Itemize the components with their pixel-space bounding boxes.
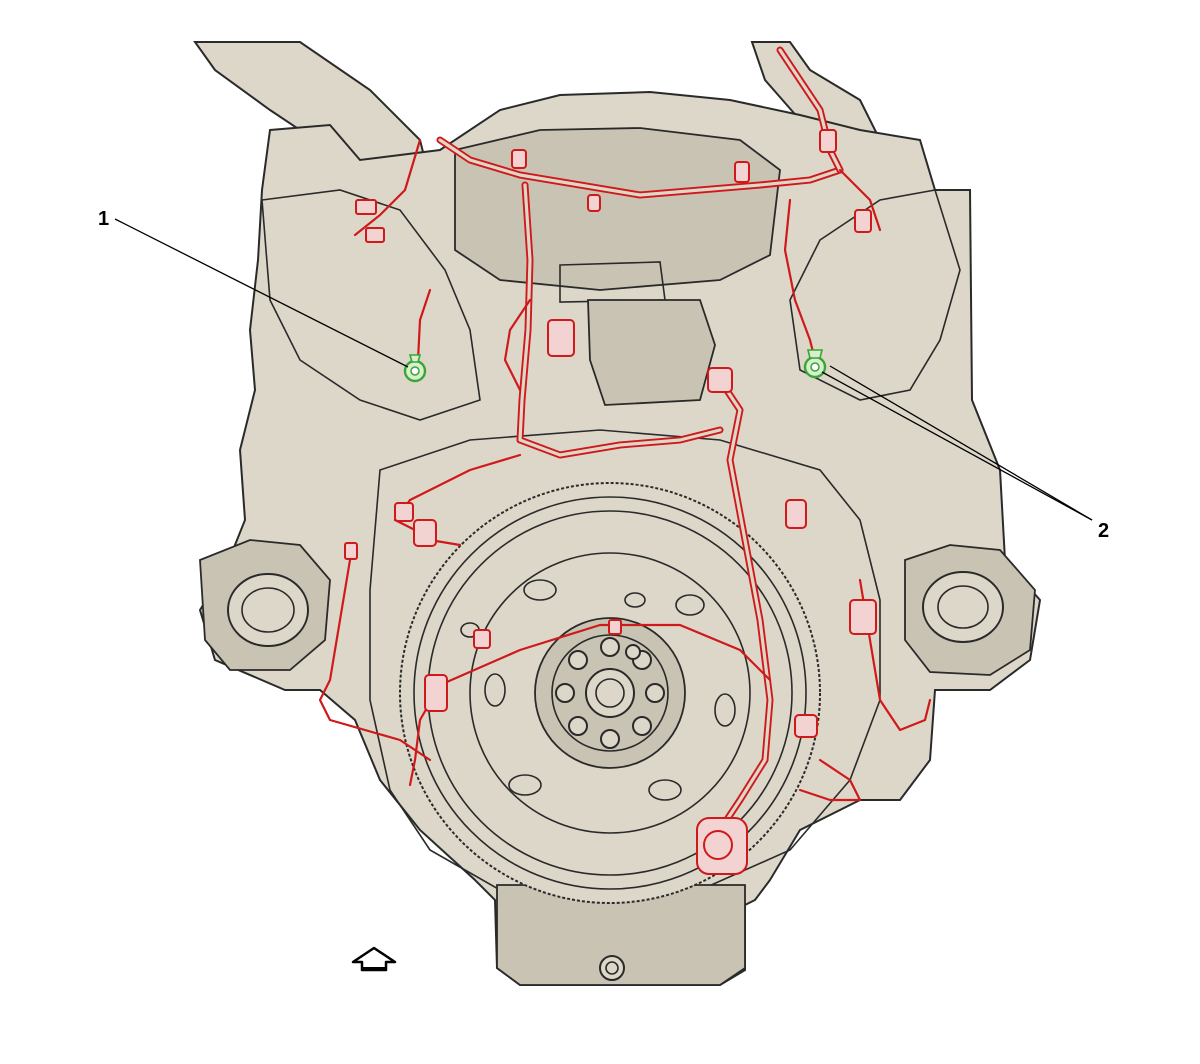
callout-2-label: 2 (1098, 520, 1109, 542)
callout-1-label: 1 (98, 208, 109, 230)
engine-wiring-harness (318, 46, 932, 867)
front-arrow-icon (351, 946, 397, 972)
callout-1: 1 (98, 208, 409, 368)
flywheel-bolts (555, 637, 665, 749)
callout-2: 2 (821, 365, 1109, 542)
ground-terminal-left (403, 354, 427, 383)
ground-terminal-right (803, 349, 827, 379)
ground-terminals (403, 349, 827, 383)
flywheel (399, 482, 821, 904)
harness-connectors (344, 129, 877, 875)
